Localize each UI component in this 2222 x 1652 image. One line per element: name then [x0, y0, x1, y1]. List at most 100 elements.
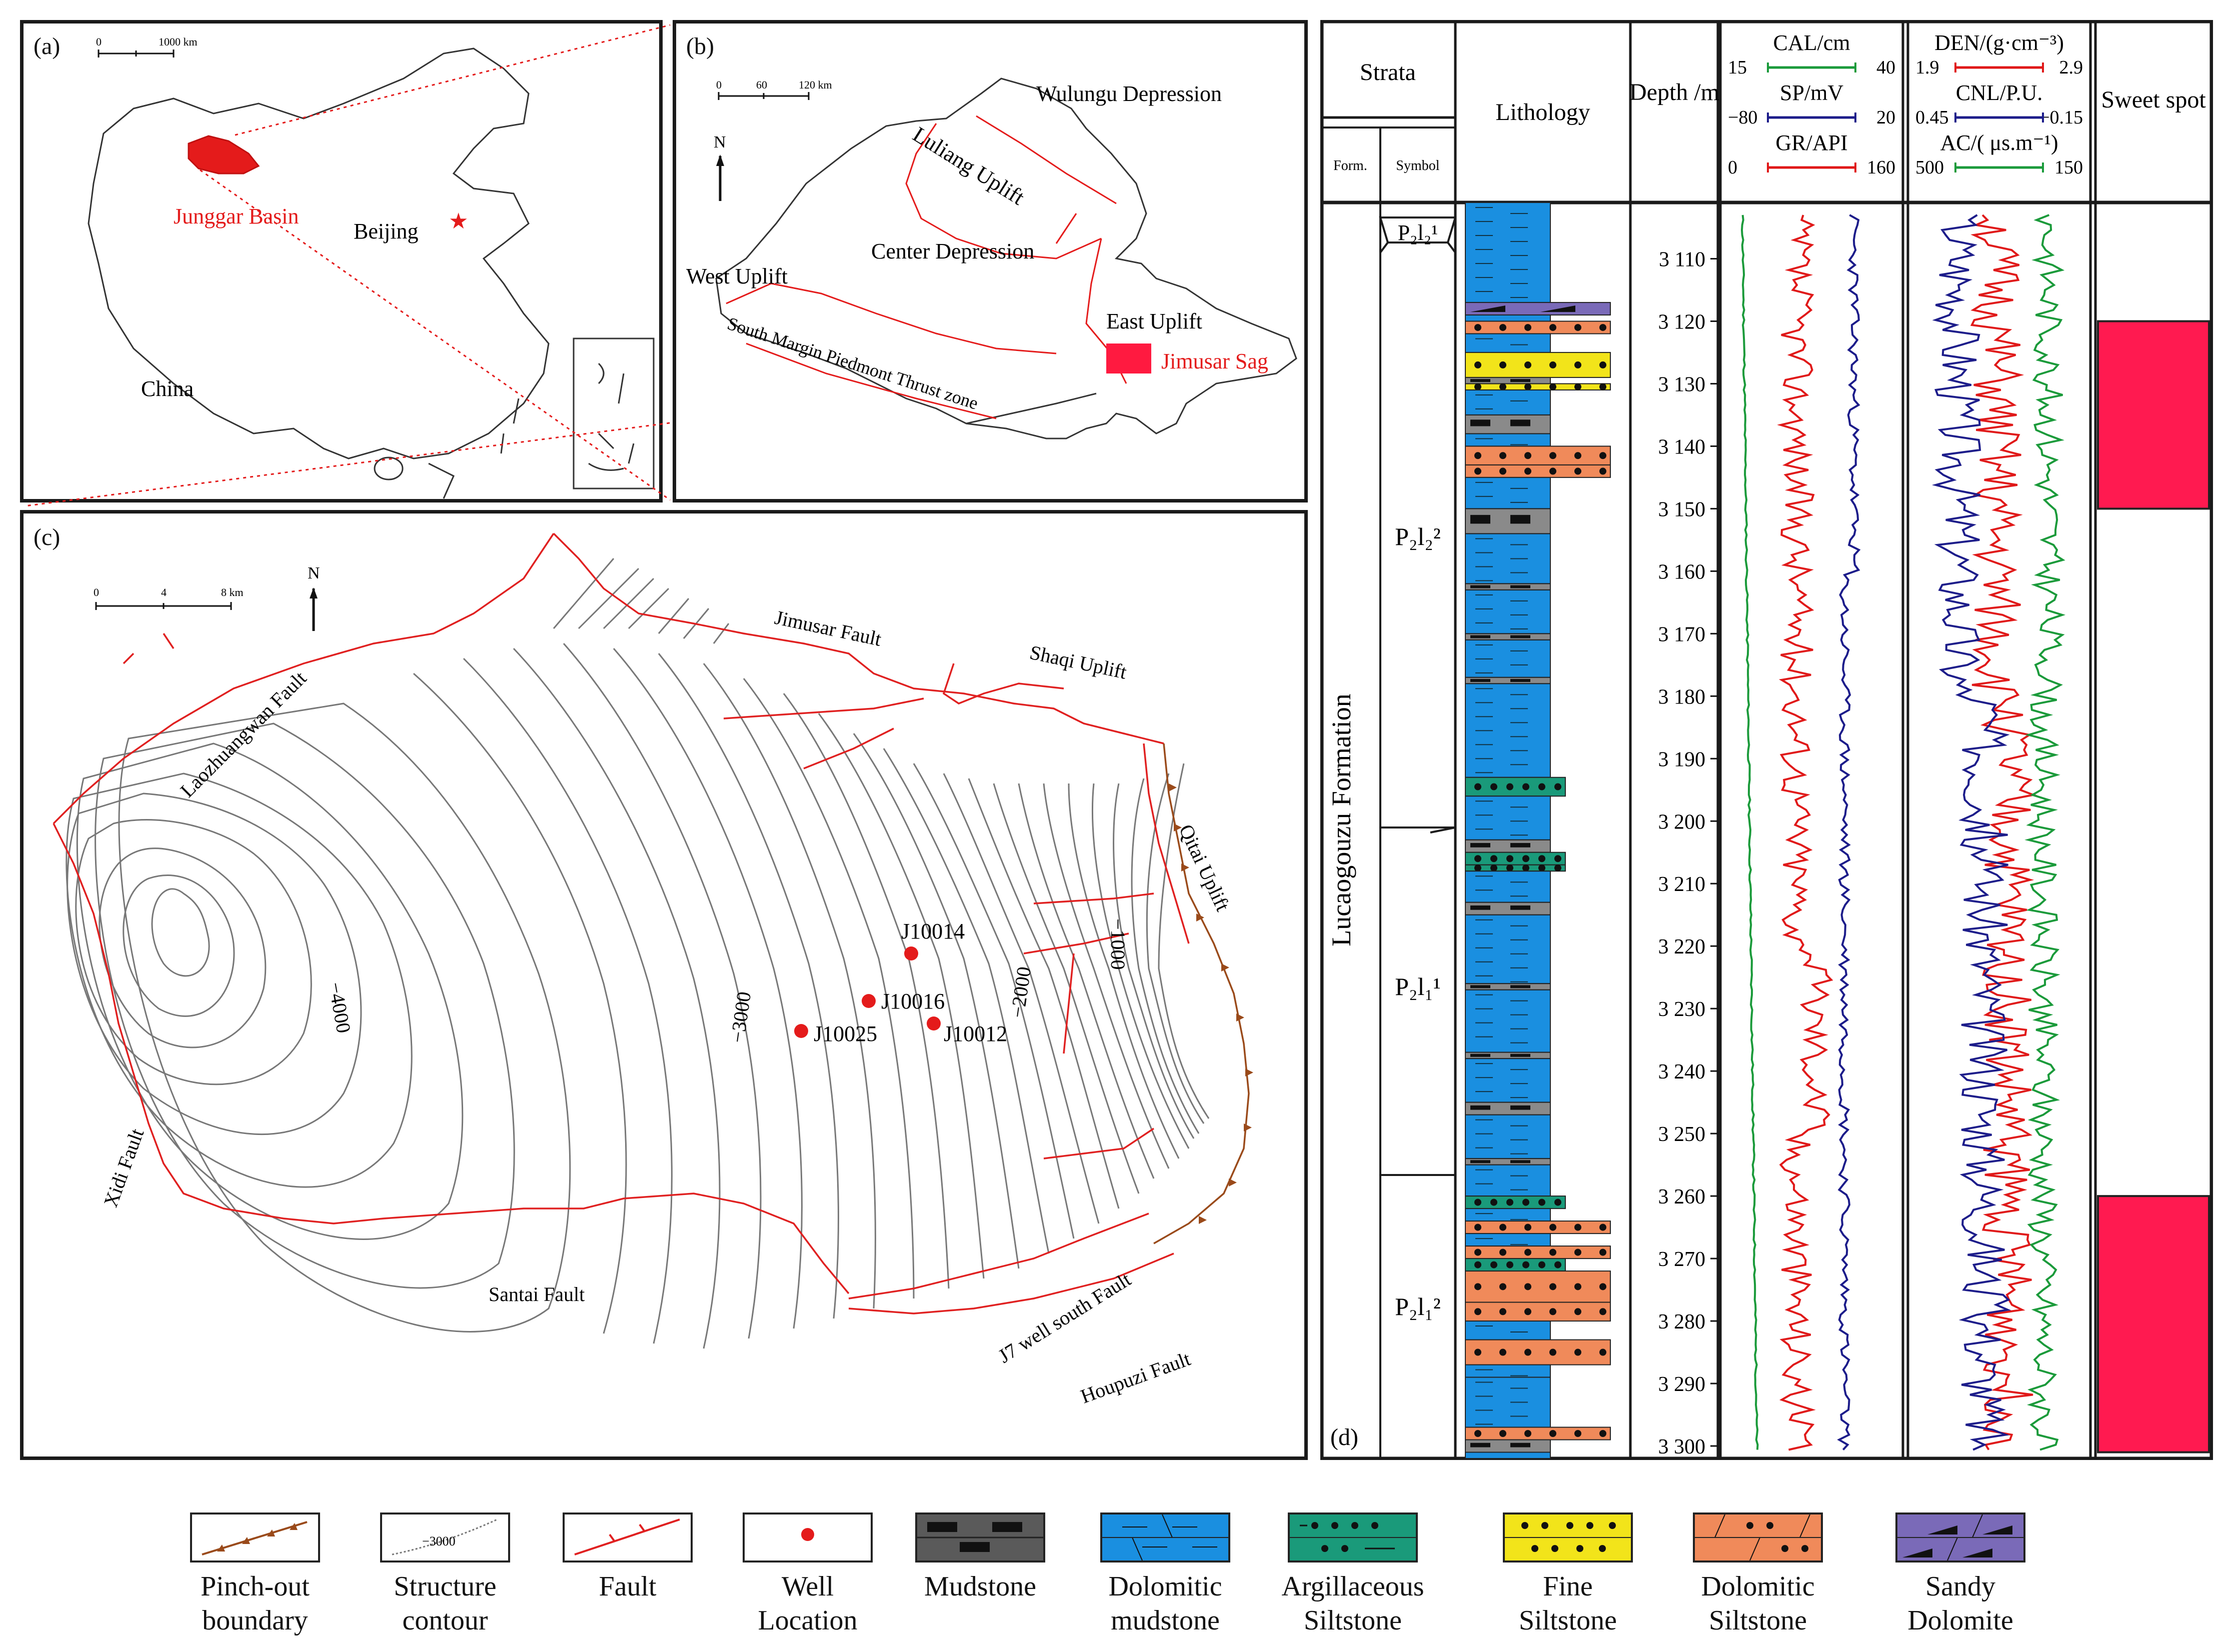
depth-label: 3 140: [1658, 436, 1706, 458]
scale-tick-1: 60: [756, 78, 767, 91]
depth-label: 3 280: [1658, 1310, 1706, 1334]
log-curves-track1: [1740, 214, 1861, 1451]
depth-label: 3 290: [1658, 1373, 1706, 1396]
legend-item-well: Well Location: [733, 1512, 883, 1638]
header-lithology: Lithology: [1495, 99, 1590, 126]
panel-d-label: (d): [1330, 1424, 1358, 1450]
jimusar-sag-marker: [1106, 344, 1151, 374]
well-j10014-label: J10014: [901, 919, 965, 944]
lithology-bed: [1465, 533, 1551, 584]
log-curve-min: −80: [1728, 107, 1757, 128]
log-curve-max: 150: [2054, 157, 2083, 178]
lithology-bed: [1465, 1196, 1566, 1210]
lithology-bed: [1465, 314, 1551, 322]
member-p2l2-2: P₂l₂²: [1395, 522, 1441, 550]
legend-item-mudstone: Mudstone: [905, 1512, 1055, 1604]
unit-wulungu: Wulungu Depression: [1036, 82, 1222, 106]
depth-label: 3 220: [1658, 936, 1706, 958]
depth-label: 3 300: [1658, 1436, 1706, 1458]
lithology-bed: [1465, 320, 1611, 334]
beijing-star-icon: ★: [449, 209, 468, 234]
lithology-bed: [1465, 796, 1551, 840]
faults: [53, 532, 1190, 1314]
unit-east-uplift: East Uplift: [1106, 309, 1202, 334]
legend-label-argillaceous-siltstone: Argillaceous Siltstone: [1281, 1571, 1424, 1636]
legend-swatch-pinchout: [190, 1512, 320, 1562]
legend-label-sandy-dolomite: Sandy Dolomite: [1907, 1571, 2013, 1636]
panel-b-basin-map: (b) 0 60 120 km N Wulungu Depression Lul…: [673, 20, 1308, 502]
well-j10012-label: J10012: [944, 1022, 1007, 1046]
depth-label: 3 170: [1658, 623, 1706, 646]
lithology-bed: [1465, 1320, 1551, 1340]
depth-label: 3 270: [1658, 1248, 1706, 1271]
depth-label: 3 210: [1658, 873, 1706, 896]
member-p2l1-1: P₂l₁¹: [1395, 972, 1441, 1000]
log-curves-track2: [1931, 214, 2066, 1451]
sweet-spot-column: [2097, 320, 2210, 1454]
panel-d-well-log: Strata Form. Symbol Lithology Depth /m S…: [1320, 20, 2213, 1460]
depth-label: 3 160: [1658, 560, 1706, 584]
north-label: N: [308, 564, 320, 582]
member-p2l2-1: P₂l₂¹: [1398, 220, 1438, 245]
log-curve-name: CNL/P.U.: [1956, 80, 2043, 105]
fault-jimusar: Jimusar Fault: [773, 606, 883, 650]
pinchout-ticks: [1169, 784, 1253, 1224]
lithology-bed: [1465, 464, 1611, 478]
uplift-shaqi: Shaqi Uplift: [1028, 641, 1129, 684]
log-curve-max: 2.9: [2059, 57, 2083, 78]
legend-swatch-argillaceous-siltstone: [1288, 1512, 1418, 1562]
contour-label-3000: −3000: [726, 990, 755, 1044]
log-curve: [1837, 214, 1861, 1450]
log-curve-name: AC/( μs.m⁻¹): [1940, 130, 2058, 155]
structure-contours: [66, 558, 1210, 1349]
legend-item-fault: Fault: [553, 1512, 703, 1604]
depth-label: 3 190: [1658, 748, 1706, 771]
panel-a-map: 0 1000 km Junggar Basin ★ Beijing China: [88, 36, 655, 499]
capital-name: Beijing: [354, 219, 419, 244]
log-curve-min: 0: [1728, 157, 1737, 178]
legend-swatch-dolomitic-mudstone: [1100, 1512, 1230, 1562]
lithology-bed: [1465, 914, 1551, 984]
log-curve-name: SP/mV: [1780, 80, 1843, 105]
formation-name: Lucaogouzu Formation: [1326, 694, 1356, 946]
scale-tick-1: 4: [161, 586, 167, 598]
legend-swatch-sandy-dolomite: [1895, 1512, 2025, 1562]
sweet-spot-interval: [2097, 320, 2210, 510]
legend-item-argillaceous-siltstone: Argillaceous Siltstone: [1278, 1512, 1428, 1638]
log-curve-min: 0.45: [1915, 107, 1949, 128]
svg-text:−3000: −3000: [422, 1534, 456, 1548]
log-curve: [1777, 214, 1833, 1451]
depth-label: 3 130: [1658, 373, 1706, 396]
fault-laozhuangwan: Laozhuangwan Fault: [176, 667, 311, 802]
panel-c-structure-map: (c) 0 4 8 km N: [20, 510, 1308, 1460]
lithology-bed: [1465, 333, 1551, 353]
depth-label: 3 120: [1658, 310, 1706, 334]
scale-tick-2: 120 km: [799, 78, 832, 91]
lithology-bed: [1465, 446, 1611, 466]
log-curve: [1970, 214, 2037, 1450]
depth-label: 3 250: [1658, 1123, 1706, 1146]
depth-label: 3 110: [1659, 248, 1705, 271]
lithology-bed: [1465, 1452, 1551, 1459]
lithology-bed: [1465, 1339, 1611, 1366]
lithology-bed: [1465, 1258, 1566, 1272]
log-curve-name: DEN/(g·cm⁻³): [1934, 30, 2064, 55]
header-strata: Strata: [1360, 59, 1416, 86]
contour-label-4000: −4000: [324, 980, 355, 1035]
lithology-bed: [1465, 1233, 1551, 1247]
log-curve: [1740, 214, 1759, 1450]
legend-label-pinchout: Pinch-out boundary: [201, 1571, 310, 1636]
fault-houpuzi: Houpuzi Fault: [1078, 1348, 1194, 1408]
legend-item-pinchout: Pinch-out boundary: [180, 1512, 330, 1638]
fault-santai: Santai Fault: [489, 1283, 585, 1306]
header-depth: Depth /m: [1629, 79, 1719, 106]
legend-item-sandy-dolomite: Sandy Dolomite: [1885, 1512, 2035, 1638]
header-sweet-spot: Sweet spot: [2101, 86, 2206, 113]
scale-tick-2: 8 km: [221, 586, 244, 598]
unit-center-depression: Center Depression: [871, 239, 1034, 264]
lithology-bed: [1465, 1364, 1551, 1378]
scale-end: 1000 km: [159, 36, 198, 48]
panel-b-map: 0 60 120 km N Wulungu Depression Luliang…: [686, 78, 1297, 440]
panel-a-label: (a): [34, 33, 61, 60]
legend-label-fault: Fault: [599, 1571, 657, 1602]
